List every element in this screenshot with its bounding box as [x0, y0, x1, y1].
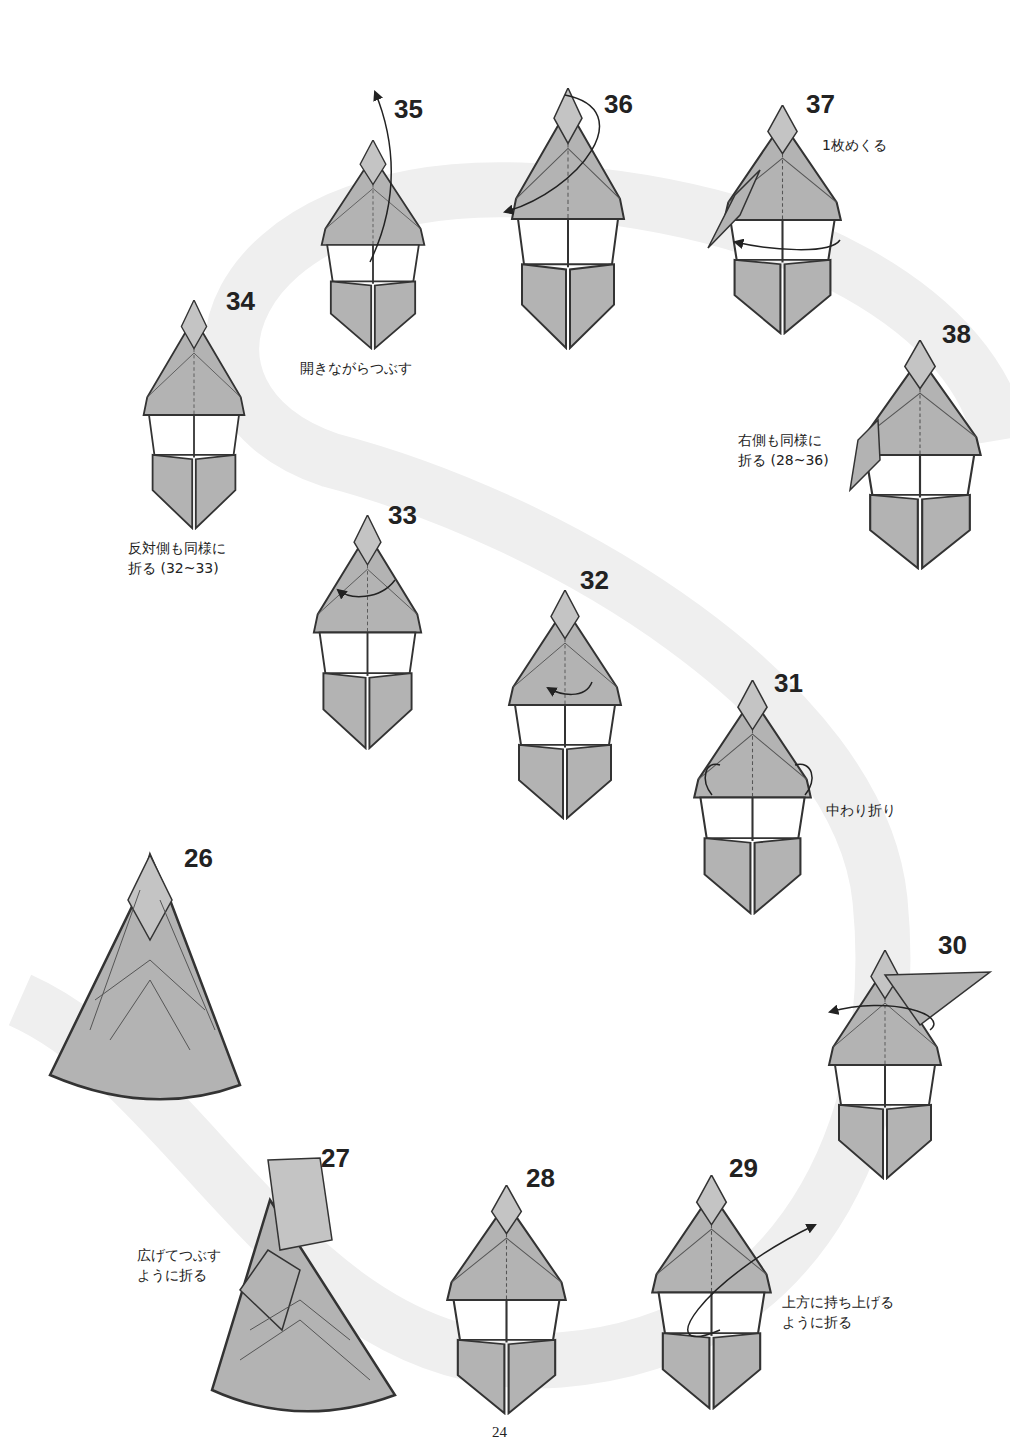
step-number: 34 [226, 286, 255, 317]
instruction-note: 開きながらつぶす [300, 358, 412, 378]
instruction-note: 中わり折り [826, 800, 896, 820]
step-number: 29 [729, 1153, 758, 1184]
instruction-note: 広げてつぶす ように折る [137, 1245, 237, 1286]
step-number: 38 [942, 319, 971, 350]
step-number: 30 [938, 930, 967, 961]
page-number: 24 [492, 1424, 507, 1441]
instruction-note: 上方に持ち上げる ように折る [782, 1292, 912, 1333]
step-number: 33 [388, 500, 417, 531]
instruction-note: 1枚めくる [822, 135, 887, 155]
step-number: 32 [580, 565, 609, 596]
step-number: 36 [604, 89, 633, 120]
step-number: 37 [806, 89, 835, 120]
step-number: 27 [321, 1143, 350, 1174]
instruction-note: 右側も同様に 折る (28~36) [738, 430, 838, 471]
step-number: 26 [184, 843, 213, 874]
step-number: 35 [394, 94, 423, 125]
step-number: 28 [526, 1163, 555, 1194]
step-number: 31 [774, 668, 803, 699]
instruction-note: 反対側も同様に 折る (32~33) [128, 538, 243, 579]
